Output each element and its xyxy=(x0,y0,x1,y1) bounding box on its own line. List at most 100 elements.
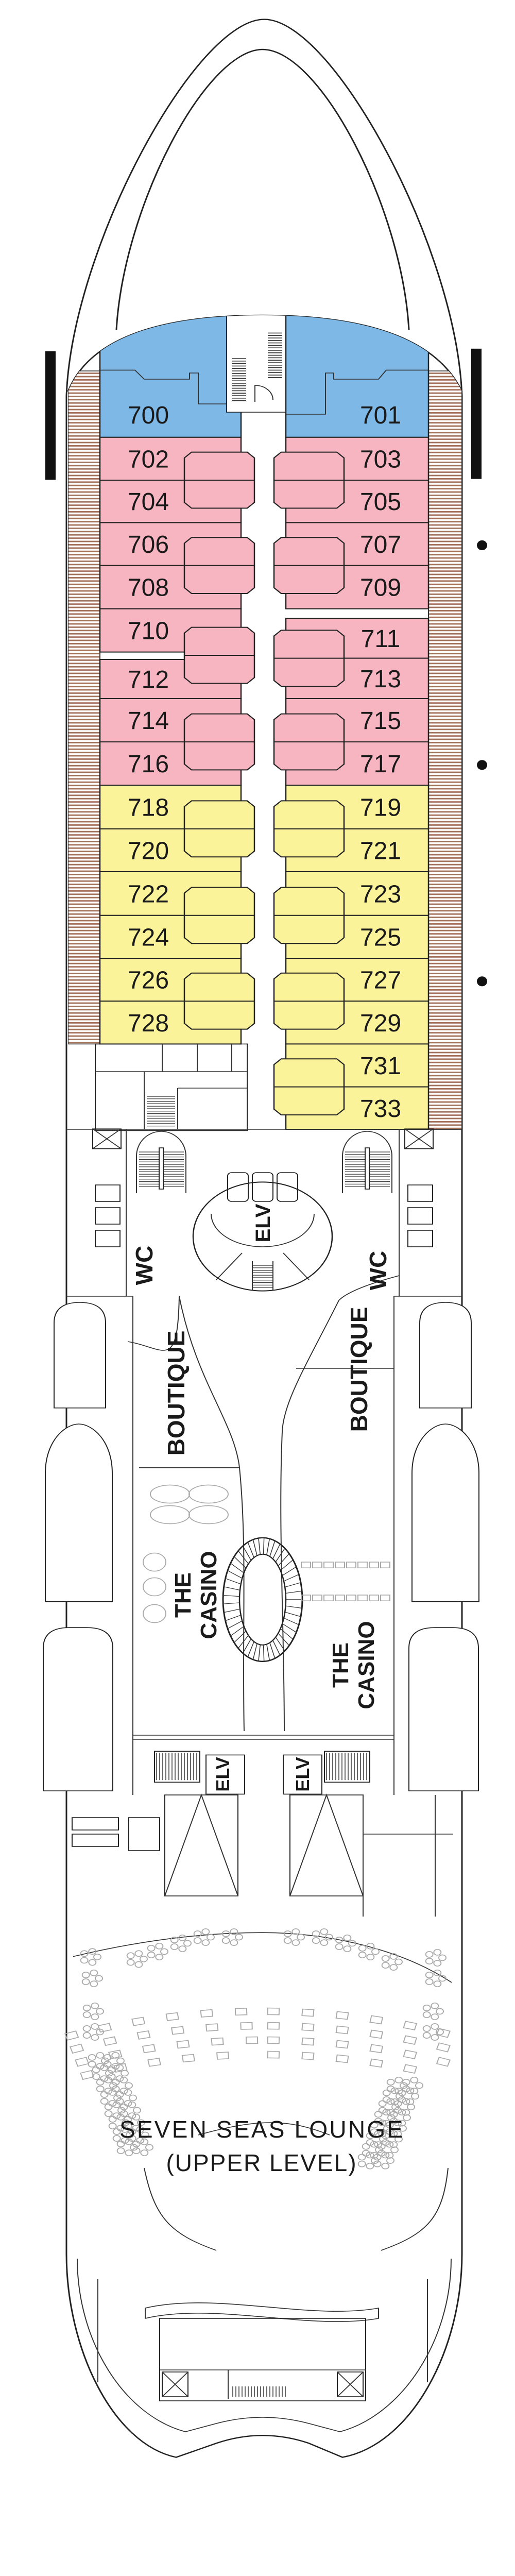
storage-box xyxy=(72,1834,119,1847)
lounge-table xyxy=(147,1952,156,1958)
lounge-table xyxy=(111,2052,120,2059)
lounge-seat xyxy=(267,2007,280,2015)
slot-machine xyxy=(380,1595,390,1602)
lounge-table xyxy=(389,2117,398,2125)
lounge-table xyxy=(382,2089,391,2096)
boutique-left-label: BOUTIQUE xyxy=(163,1331,190,1456)
lounge-table xyxy=(116,2147,125,2154)
staircase-outline xyxy=(136,1131,186,1193)
lounge-table xyxy=(431,2002,439,2009)
slot-machine xyxy=(335,1562,345,1569)
lounge-seat xyxy=(335,2011,349,2020)
lounge-table xyxy=(389,2130,398,2137)
stairs-icon xyxy=(230,1563,245,1573)
slot-cluster xyxy=(143,1552,166,1572)
lounge-table xyxy=(126,2131,134,2139)
lounge-table xyxy=(393,2130,402,2138)
lounge-table xyxy=(381,2139,390,2146)
stairs-box xyxy=(128,1817,160,1851)
lounge-table xyxy=(92,2073,100,2080)
lounge-table xyxy=(88,2054,96,2061)
cabin-number-label: 727 xyxy=(360,967,401,994)
lounge-table xyxy=(115,2091,124,2098)
lounge-table xyxy=(100,2075,109,2082)
lounge-table xyxy=(221,1937,230,1944)
lounge-table xyxy=(320,1928,329,1935)
marker-dot xyxy=(477,540,487,550)
interior-walls xyxy=(66,1296,462,1795)
lounge-table xyxy=(80,1957,89,1964)
lounge-seat xyxy=(216,2052,230,2060)
lounge-table xyxy=(385,2122,394,2129)
lounge-table xyxy=(385,2152,394,2159)
lounge-table xyxy=(155,1954,164,1961)
lounge-table xyxy=(136,2126,145,2133)
hull-inner-line xyxy=(77,2258,452,2432)
lounge-table xyxy=(377,2143,386,2150)
cabin-number-label: 707 xyxy=(360,531,401,558)
lounge-table xyxy=(140,2138,149,2145)
lounge-table xyxy=(425,1951,434,1958)
lounge-seat xyxy=(369,2015,384,2025)
slot-machine xyxy=(357,1595,368,1602)
elevator-car xyxy=(205,1754,245,1795)
door-icon xyxy=(254,385,273,402)
lounge-table xyxy=(436,2028,444,2036)
lounge-table xyxy=(393,2100,402,2107)
lounge-table xyxy=(391,2104,400,2110)
lounge-table xyxy=(81,1978,90,1985)
gaming-table xyxy=(150,1505,190,1524)
lounge-table xyxy=(128,2101,136,2108)
lounge-table xyxy=(88,2061,96,2067)
lounge-table xyxy=(381,2151,390,2159)
lounge-table xyxy=(366,2151,374,2159)
storage-box xyxy=(95,1207,121,1225)
lounge-table xyxy=(398,2109,406,2116)
stairs-icon xyxy=(247,1542,254,1558)
cabin-number-label: 715 xyxy=(360,707,401,735)
lounge-forward-edge xyxy=(73,1932,452,1983)
cabin-number-label: 718 xyxy=(128,794,169,821)
lounge-table xyxy=(116,2141,125,2147)
lounge-table xyxy=(134,1961,143,1968)
lifeboat xyxy=(54,1302,106,1409)
cabin-number-label: 726 xyxy=(128,967,169,994)
slot-machine xyxy=(346,1595,356,1602)
storage-box xyxy=(72,1817,119,1831)
lounge-table xyxy=(116,2113,125,2121)
lounge-table xyxy=(297,1934,305,1941)
suite-wall xyxy=(286,369,428,415)
lounge-table xyxy=(371,1948,380,1955)
cabin-number-label: 723 xyxy=(360,880,401,908)
lounge-table xyxy=(403,2114,411,2121)
aft-corridor-walls xyxy=(97,2279,428,2382)
lounge-table xyxy=(125,2149,133,2157)
lounge-table xyxy=(104,2104,113,2110)
lounge-table xyxy=(335,1943,344,1950)
stairs-icon xyxy=(285,1605,302,1609)
stairs-icon xyxy=(242,1546,252,1561)
lounge-table xyxy=(431,2023,439,2030)
stairs-icon xyxy=(272,1544,281,1559)
slot-machine xyxy=(312,1562,322,1569)
storage-box xyxy=(407,1230,433,1247)
cabin-number-label: 729 xyxy=(360,1010,401,1037)
lounge-seat xyxy=(142,2044,156,2054)
slot-machine xyxy=(369,1595,379,1602)
lounge-seat xyxy=(70,2043,84,2054)
lounge-table xyxy=(96,2063,105,2070)
slot-machine xyxy=(301,1595,311,1602)
lounge-table xyxy=(357,2160,366,2167)
lounge-table xyxy=(389,2111,398,2118)
stairs-icon xyxy=(285,1582,301,1588)
lounge-table xyxy=(124,2089,132,2096)
lounge-table xyxy=(381,1962,390,1969)
lounge-table xyxy=(374,2111,383,2118)
lounge-table xyxy=(132,2141,141,2147)
cabin-number-label: 704 xyxy=(128,488,169,516)
stairs-icon xyxy=(258,1538,261,1555)
staircase-outline xyxy=(342,1131,392,1193)
lounge-table xyxy=(402,2098,410,2105)
stairs-icon xyxy=(242,1638,252,1653)
